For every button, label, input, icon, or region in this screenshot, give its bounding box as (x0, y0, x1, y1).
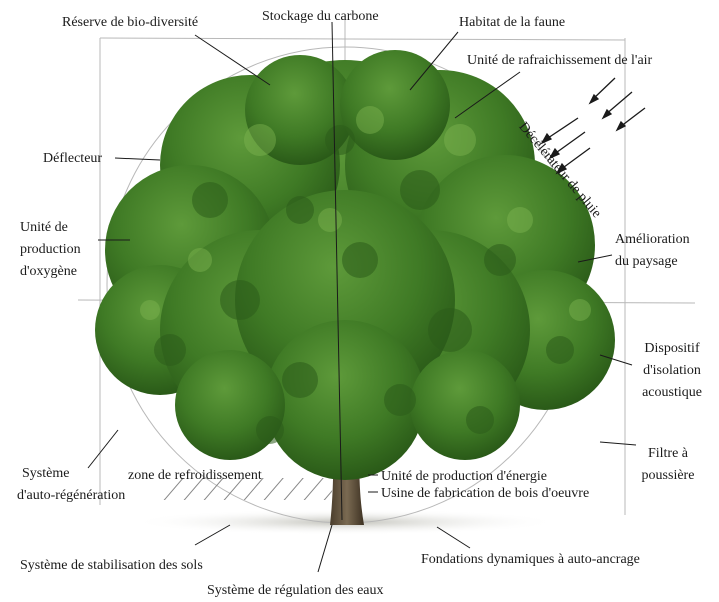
label-acoustic-line-2: d'isolation (632, 359, 712, 382)
label-carbon-storage: Stockage du carbone (262, 5, 379, 28)
label-dynamic-foundations: Fondations dynamiques à auto-ancrage (421, 548, 640, 571)
label-regen-line-2: d'auto-régénération (17, 484, 125, 507)
label-oxygen-line-2: production (20, 238, 81, 261)
label-regen-line-1: Système (22, 462, 69, 485)
label-dust-line-2: poussière (632, 464, 704, 487)
label-timber-factory: Usine de fabrication de bois d'oeuvre (381, 482, 589, 505)
label-landscape-line-1: Amélioration (615, 228, 690, 251)
label-cooling-zone: zone de refroidissement (128, 464, 262, 487)
label-wildlife-habitat: Habitat de la faune (459, 11, 565, 34)
label-deflector: Déflecteur (43, 147, 102, 170)
label-oxygen-line-1: Unité de (20, 216, 68, 239)
label-biodiversity: Réserve de bio-diversité (62, 11, 198, 34)
label-dust-line-1: Filtre à (632, 442, 704, 465)
label-soil-stabilization: Système de stabilisation des sols (20, 554, 203, 577)
label-oxygen-line-3: d'oxygène (20, 260, 77, 283)
label-acoustic-line-1: Dispositif (632, 337, 712, 360)
label-landscape-line-2: du paysage (615, 250, 678, 273)
label-acoustic-line-3: acoustique (632, 381, 712, 404)
label-water-regulation: Système de régulation des eaux (207, 579, 384, 602)
label-air-cooling: Unité de rafraichissement de l'air (467, 49, 652, 72)
